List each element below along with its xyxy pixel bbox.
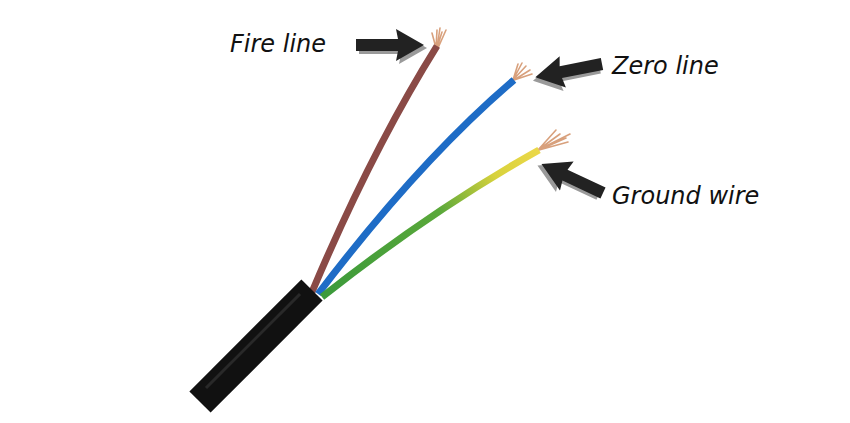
part-label: Ground wire — [612, 182, 759, 211]
callout-arrow — [529, 48, 605, 96]
part-label: Zero line — [612, 52, 719, 81]
callout-arrow — [531, 148, 610, 210]
blue-wire — [318, 80, 514, 294]
jacket-highlight — [206, 294, 300, 388]
cable-jacket — [200, 290, 312, 402]
ground-wire — [322, 150, 539, 297]
part-label: Fire line — [230, 30, 326, 59]
callout-arrow — [356, 29, 427, 64]
